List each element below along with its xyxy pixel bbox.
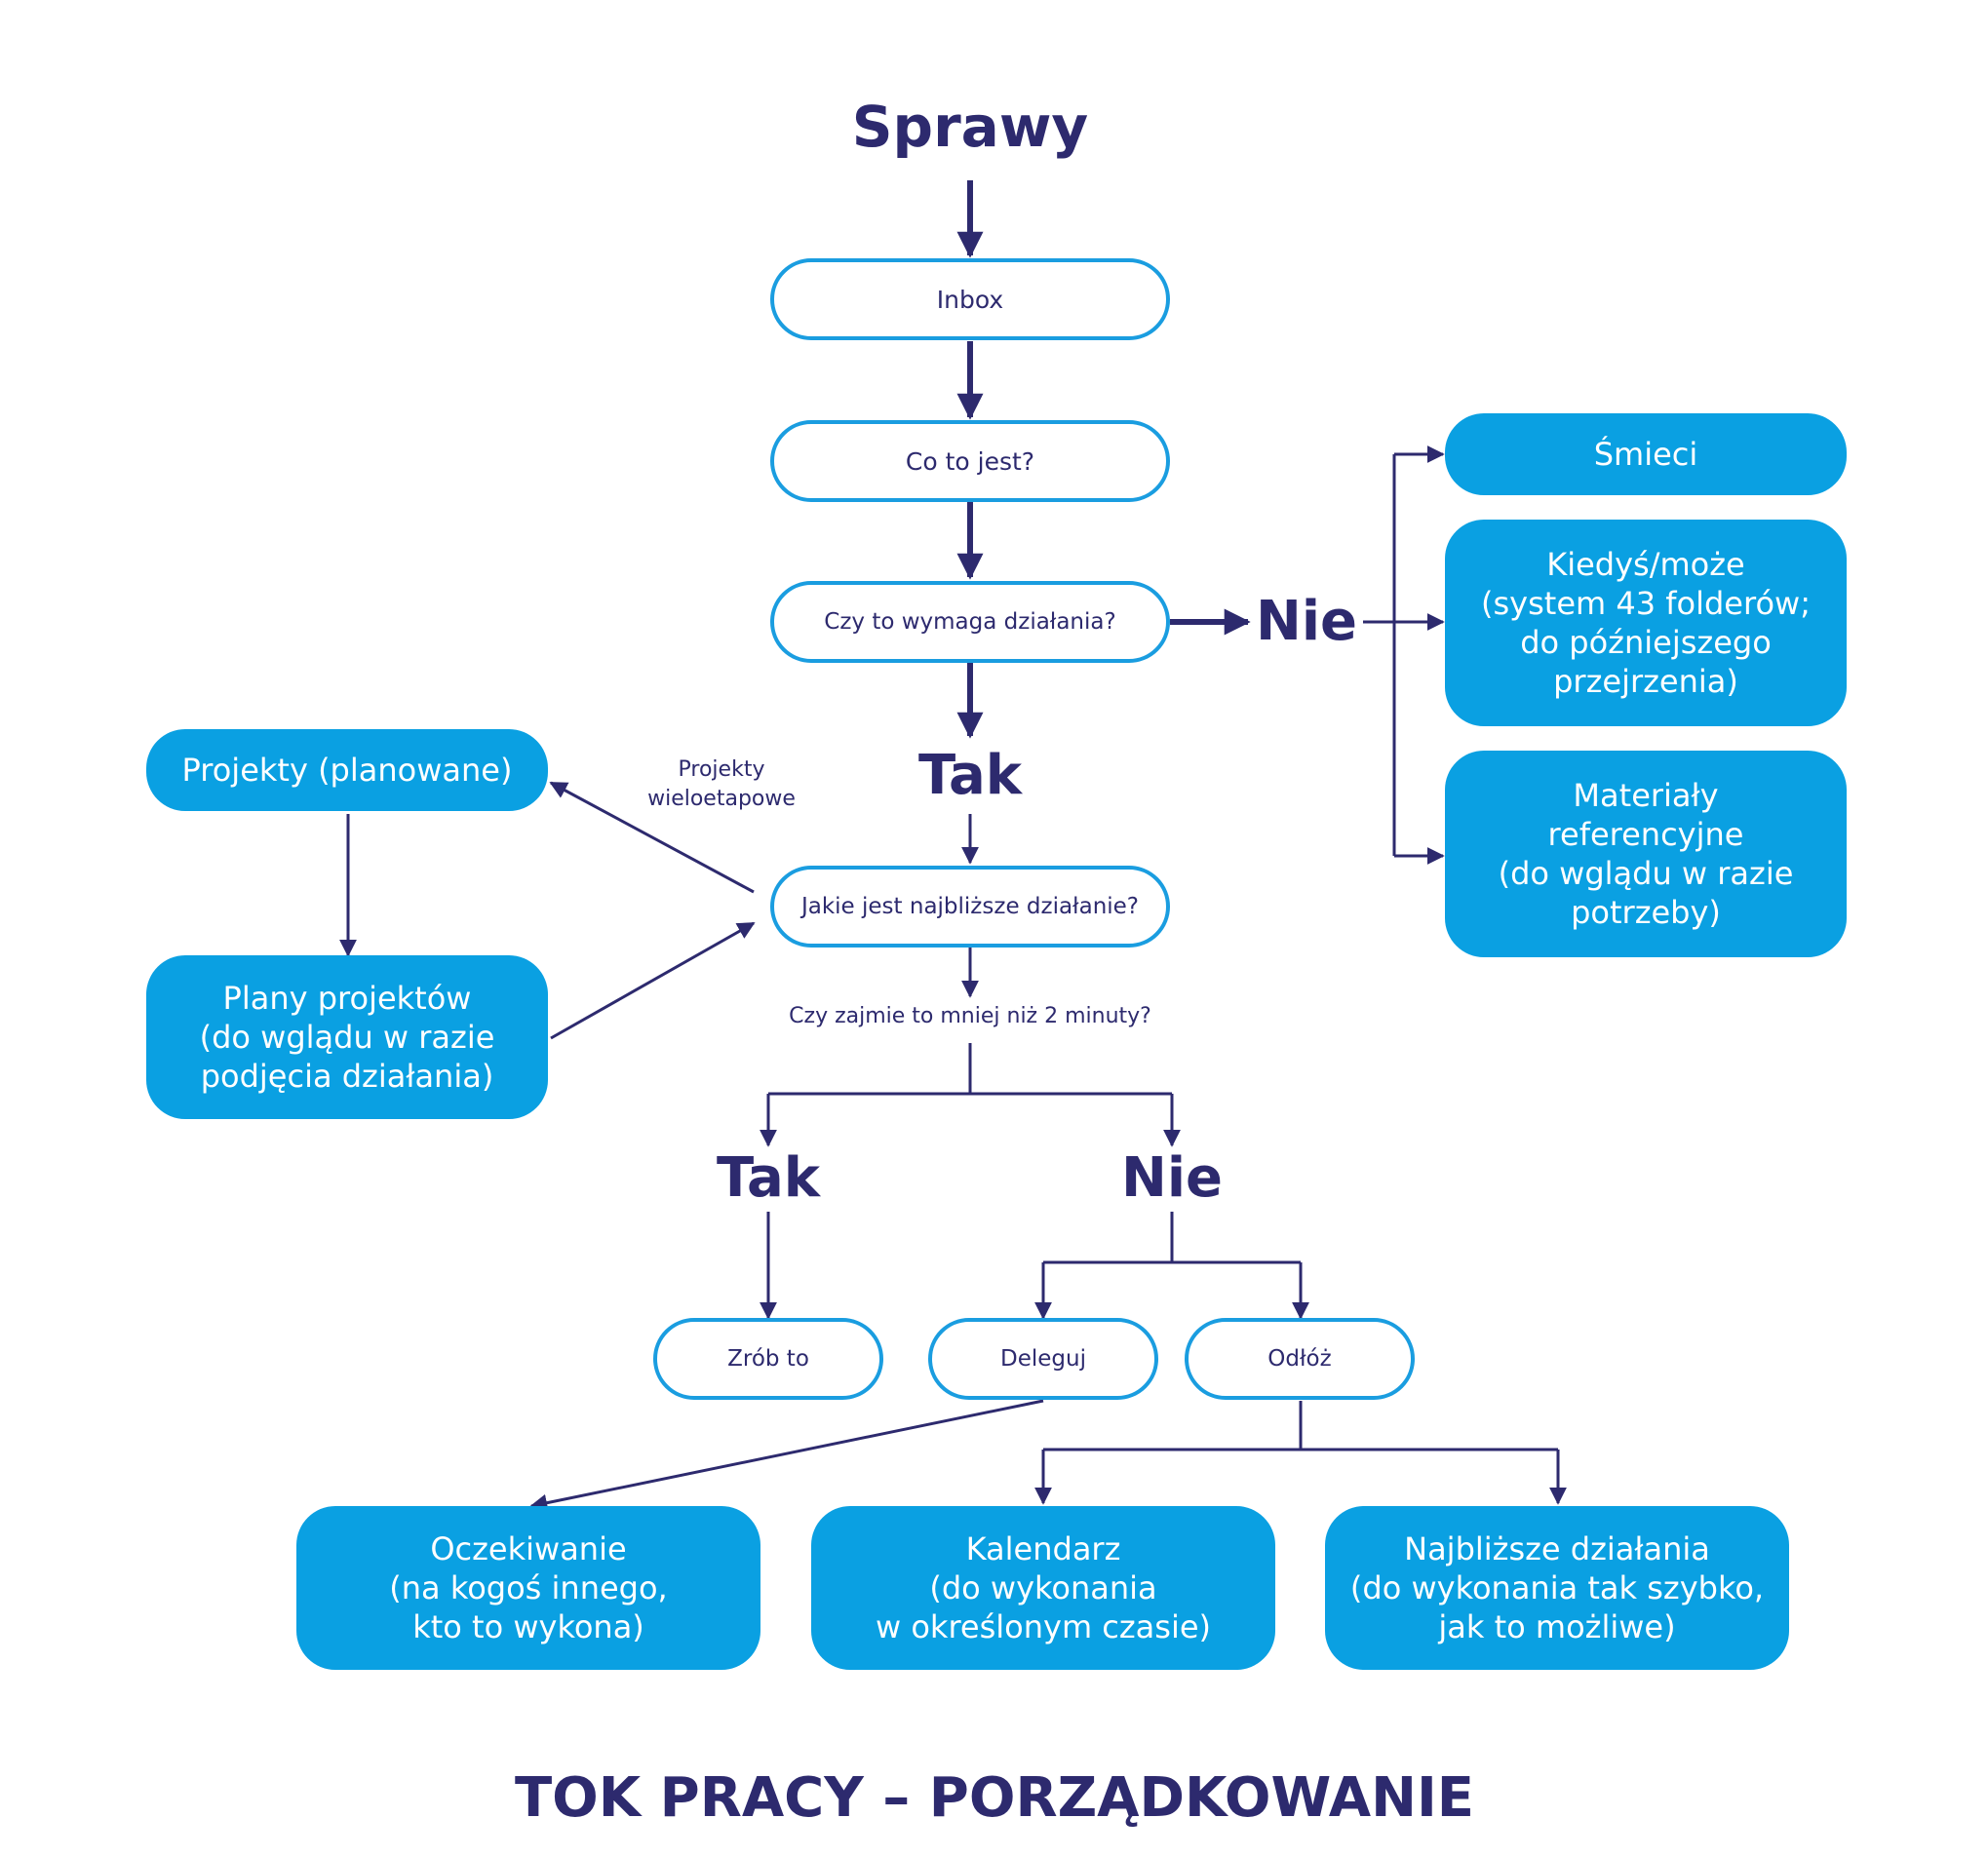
node-projects: Projekty (planowane) bbox=[146, 729, 548, 811]
diagram-title: Sprawy bbox=[851, 94, 1089, 160]
label-nie-2min: Nie bbox=[1120, 1146, 1224, 1210]
footer-title: TOK PRACY – PORZĄDKOWANIE bbox=[514, 1766, 1475, 1830]
node-next-actions: Najbliższe działania (do wykonania tak s… bbox=[1325, 1506, 1789, 1670]
node-someday-label: Kiedyś/może (system 43 folderów; do późn… bbox=[1481, 546, 1811, 700]
node-reference-label: Materiały referencyjne (do wglądu w razi… bbox=[1498, 777, 1794, 931]
node-defer: Odłóż bbox=[1185, 1318, 1415, 1400]
node-inbox: Inbox bbox=[770, 258, 1170, 340]
bracket-nie2 bbox=[1043, 1212, 1301, 1264]
node-project-plans-label: Plany projektów (do wglądu w razie podję… bbox=[199, 980, 495, 1095]
node-needs-action-label: Czy to wymaga działania? bbox=[824, 609, 1116, 635]
node-next-action: Jakie jest najbliższe działanie? bbox=[770, 866, 1170, 948]
node-what-is-it-label: Co to jest? bbox=[905, 446, 1035, 476]
arrow-delegate-waiting bbox=[529, 1399, 1044, 1512]
bracket-defer bbox=[1043, 1401, 1558, 1451]
bracket-nie bbox=[1363, 454, 1396, 856]
label-multi-step-projects: Projekty wieloetapowe bbox=[647, 757, 796, 811]
node-what-is-it: Co to jest? bbox=[770, 420, 1170, 502]
node-do-it-label: Zrób to bbox=[727, 1346, 809, 1372]
node-delegate-label: Deleguj bbox=[1000, 1346, 1086, 1372]
arrow-next-projects bbox=[549, 781, 755, 894]
node-waiting-label: Oczekiwanie (na kogoś innego, kto to wyk… bbox=[389, 1530, 668, 1645]
bracket-2min bbox=[766, 1043, 1174, 1139]
node-trash-label: Śmieci bbox=[1593, 436, 1698, 473]
node-next-actions-label: Najbliższe działania (do wykonania tak s… bbox=[1349, 1530, 1765, 1645]
node-calendar-label: Kalendarz (do wykonania w określonym cza… bbox=[875, 1530, 1212, 1645]
node-inbox-label: Inbox bbox=[936, 285, 1004, 314]
node-projects-label: Projekty (planowane) bbox=[181, 752, 513, 789]
node-defer-label: Odłóż bbox=[1267, 1346, 1332, 1372]
node-reference: Materiały referencyjne (do wglądu w razi… bbox=[1445, 751, 1847, 957]
label-two-minutes: Czy zajmie to mniej niż 2 minuty? bbox=[789, 1004, 1151, 1028]
label-nie-main: Nie bbox=[1255, 590, 1358, 653]
arrow-plans-next bbox=[550, 921, 756, 1040]
node-trash: Śmieci bbox=[1445, 413, 1847, 495]
label-tak-main: Tak bbox=[917, 744, 1022, 807]
node-someday: Kiedyś/może (system 43 folderów; do późn… bbox=[1445, 520, 1847, 726]
node-project-plans: Plany projektów (do wglądu w razie podję… bbox=[146, 955, 548, 1119]
node-delegate: Deleguj bbox=[928, 1318, 1158, 1400]
label-tak-2min: Tak bbox=[716, 1146, 820, 1210]
node-waiting: Oczekiwanie (na kogoś innego, kto to wyk… bbox=[296, 1506, 760, 1670]
node-needs-action: Czy to wymaga działania? bbox=[770, 581, 1170, 663]
node-calendar: Kalendarz (do wykonania w określonym cza… bbox=[811, 1506, 1275, 1670]
node-do-it: Zrób to bbox=[653, 1318, 883, 1400]
node-next-action-label: Jakie jest najbliższe działanie? bbox=[800, 894, 1140, 919]
